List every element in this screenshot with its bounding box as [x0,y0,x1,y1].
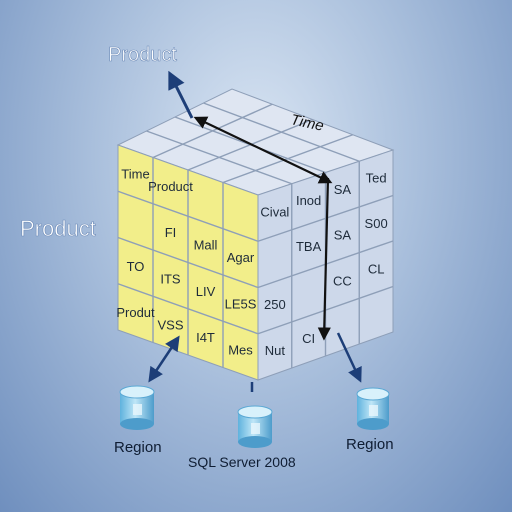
time-axis-label: Time [289,111,325,135]
region-right-arrow [336,332,362,383]
grid-line [117,283,259,335]
front-cell-label: Agar [227,250,255,265]
product-side-label: Product [20,216,96,241]
database-icon [237,405,273,448]
grid-line [117,236,259,289]
product-axis-label: Product [108,44,177,66]
front-cell-label: ITS [160,271,181,286]
time-vertical-arrow [317,177,331,341]
region-left-arrow [148,335,180,383]
front-cell-label: Produt [116,305,155,320]
front-cell-label: FI [165,225,177,240]
right-cell-label: SA [334,228,352,243]
right-cell-label: TBA [296,239,322,254]
cube: TimeProductFIMallAgarTOITSLIVLE5SProdutV… [116,88,395,381]
front-cell-label: Mall [194,238,218,253]
region-left-label: Region [114,439,162,456]
right-cell-label: Ted [366,170,387,185]
right-cell-label: CI [302,331,315,346]
right-cell-label: CC [333,273,352,288]
right-cell-label: 250 [264,297,286,312]
front-cell-label: VSS [157,318,183,333]
front-cell-label: Product [148,179,193,194]
region-right-label: Region [346,436,394,453]
right-cell-label: S00 [365,216,388,231]
right-cell-label: Cival [260,204,289,219]
database-icon [356,387,390,430]
database-icon [119,385,155,430]
right-cell-label: SA [334,182,352,197]
right-cell-label: CL [368,262,385,277]
right-cell-label: Inod [296,193,321,208]
front-cell-label: I4T [196,330,215,345]
sql-server-label: SQL Server 2008 [188,454,296,470]
front-cell-label: TO [127,259,145,274]
front-cell-label: Mes [228,343,253,358]
front-cell-label: LE5S [225,296,257,311]
product-axis-arrow [168,70,194,119]
time-axis-arrow [193,116,333,184]
front-cell-label: Time [121,166,149,181]
right-cell-label: Nut [265,343,286,358]
front-cell-label: LIV [196,284,216,299]
